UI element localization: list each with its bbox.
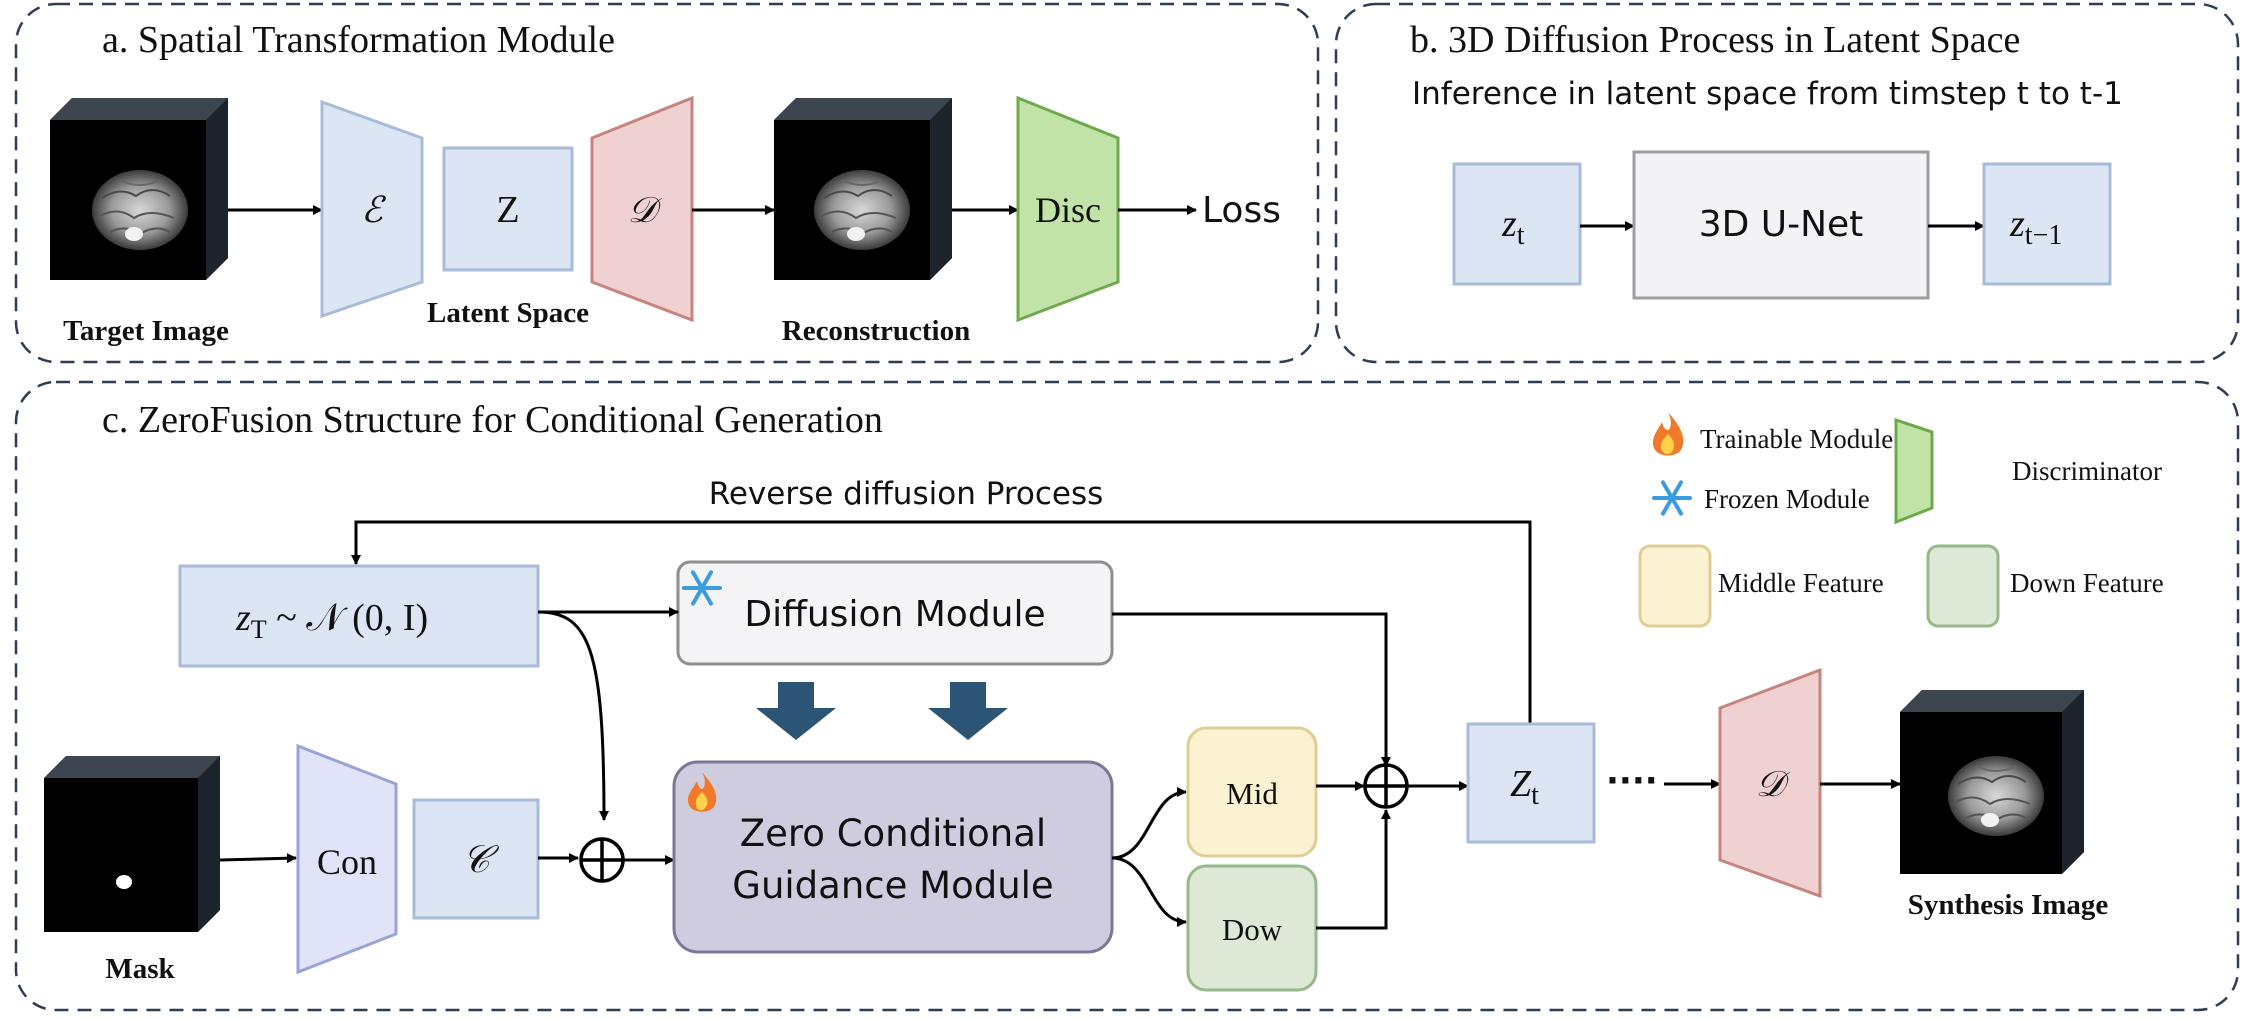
reconstruction-cube bbox=[774, 98, 952, 280]
synthesis-image-caption: Synthesis Image bbox=[1908, 889, 2109, 921]
legend-frozen-label: Frozen Module bbox=[1704, 484, 1870, 514]
decoder-block-c bbox=[1718, 667, 1822, 899]
panel-b-title: b. 3D Diffusion Process in Latent Space bbox=[1410, 19, 2020, 61]
legend-middle-label: Middle Feature bbox=[1718, 568, 1884, 598]
zt1-label: zt−1 bbox=[2009, 203, 2062, 251]
cond-c-box bbox=[412, 798, 540, 920]
plus-symbol-1 bbox=[579, 837, 625, 883]
con-label: Con bbox=[317, 842, 377, 882]
encoder-block bbox=[320, 99, 424, 319]
zero-guidance-box bbox=[672, 760, 1114, 954]
arrow-zero-to-dow bbox=[1111, 856, 1187, 927]
disc-block bbox=[1016, 95, 1120, 323]
legend-disc-label: Discriminator bbox=[2012, 456, 2162, 486]
reverse-diffusion-label: Reverse diffusion Process bbox=[709, 476, 1104, 512]
latent-space-caption: Latent Space bbox=[427, 297, 589, 329]
target-image-cube bbox=[50, 98, 228, 280]
noise-box bbox=[178, 564, 540, 668]
flame-icon bbox=[1652, 412, 1684, 456]
arrow-noise-to-plus bbox=[537, 610, 609, 821]
mask-caption: Mask bbox=[105, 953, 175, 985]
legend-trainable-label: Trainable Module bbox=[1700, 424, 1893, 454]
encoder-symbol: ℰ bbox=[361, 190, 386, 230]
panel-b-border bbox=[1334, 2, 2240, 364]
legend-disc-swatch bbox=[1894, 417, 1934, 525]
zt-label-c: Zt bbox=[1510, 763, 1539, 811]
flame-icon bbox=[687, 772, 717, 812]
panel-c-title: c. ZeroFusion Structure for Conditional … bbox=[102, 399, 883, 441]
arrow-mask-to-con bbox=[219, 853, 297, 864]
dow-label: Dow bbox=[1222, 912, 1283, 947]
panel-b-subtitle: Inference in latent space from timstep t… bbox=[1412, 76, 2123, 112]
panel-a-border bbox=[14, 2, 1320, 364]
zero-guidance-line2: Guidance Module bbox=[732, 864, 1053, 907]
latent-z-label: Z bbox=[496, 189, 519, 231]
mask-cube bbox=[44, 756, 220, 932]
decoder-block-a bbox=[590, 95, 694, 323]
loss-label: Loss bbox=[1202, 190, 1281, 231]
diffusion-module-label: Diffusion Module bbox=[744, 594, 1045, 635]
unet-label: 3D U-Net bbox=[1699, 204, 1864, 245]
con-block bbox=[296, 743, 398, 975]
plus-symbol-2 bbox=[1363, 763, 1409, 809]
down-arrow-left-icon bbox=[756, 682, 836, 740]
legend-down-swatch bbox=[1926, 544, 2000, 628]
mid-label: Mid bbox=[1226, 776, 1278, 811]
synthesis-image-cube bbox=[1900, 690, 2084, 874]
snowflake-icon bbox=[682, 570, 722, 606]
zero-guidance-line1: Zero Conditional bbox=[740, 812, 1046, 855]
legend-down-label: Down Feature bbox=[2010, 568, 2164, 598]
zt1-box bbox=[1982, 162, 2112, 286]
zt-label-b: zt bbox=[1501, 203, 1525, 251]
zt-box-c bbox=[1466, 722, 1596, 844]
target-image-caption: Target Image bbox=[63, 315, 229, 347]
reverse-diffusion-loop bbox=[351, 520, 1532, 724]
arrow-zero-to-mid bbox=[1111, 787, 1187, 860]
latent-z-box bbox=[442, 146, 574, 272]
arrow-dow-to-plus2 bbox=[1316, 809, 1391, 930]
panel-c-border bbox=[14, 380, 2240, 1012]
arrow-diffusion-to-plus2 bbox=[1112, 612, 1391, 767]
mid-box bbox=[1186, 726, 1318, 858]
unet-box bbox=[1632, 150, 1930, 300]
legend: Trainable Module Frozen Module Discrimin… bbox=[1638, 412, 2164, 628]
snowflake-icon bbox=[1652, 480, 1692, 516]
disc-label: Disc bbox=[1035, 190, 1101, 230]
reconstruction-caption: Reconstruction bbox=[782, 315, 970, 347]
continuation-dots: ···· bbox=[1606, 761, 1658, 801]
zt-box-b bbox=[1452, 162, 1582, 286]
down-arrow-right-icon bbox=[928, 682, 1008, 740]
panel-a-title: a. Spatial Transformation Module bbox=[102, 19, 615, 61]
noise-label: zT ~ 𝒩 (0, I) bbox=[235, 597, 428, 644]
legend-middle-swatch bbox=[1638, 544, 1712, 628]
